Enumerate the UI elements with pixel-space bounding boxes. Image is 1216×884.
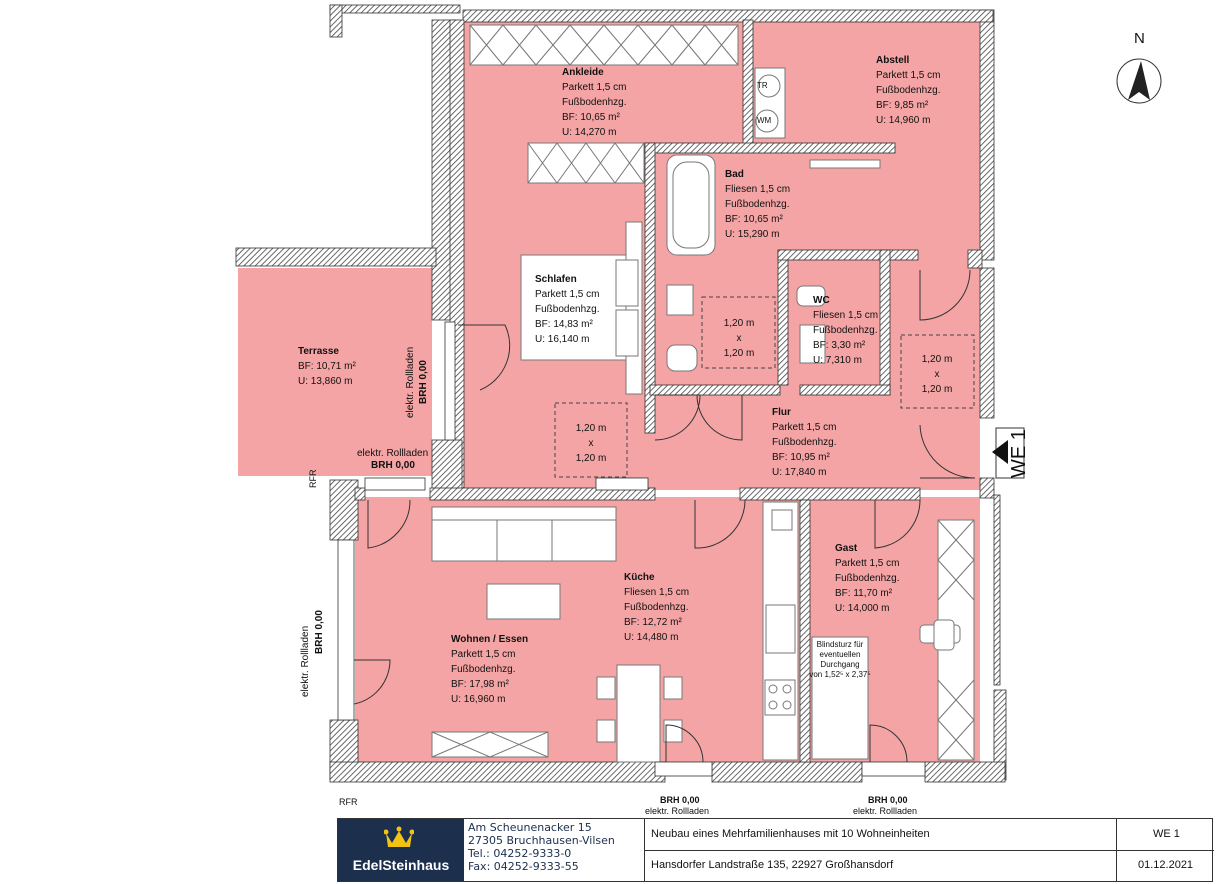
blindsturz-note: Blindsturz für eventuellen Durchgang von…	[809, 640, 871, 679]
turning-squares	[554, 296, 975, 478]
room-label-bad: Bad Fliesen 1,5 cm Fußbodenhzg. BF: 10,6…	[725, 169, 791, 240]
wm-label: WM	[757, 116, 772, 125]
project-title: Neubau eines Mehrfamilienhauses mit 10 W…	[651, 828, 930, 840]
windows	[337, 321, 926, 777]
tr-label: TR	[757, 81, 768, 90]
brh-bottom-1: BRH 0,00	[660, 795, 700, 805]
room-label-gast: Gast Parkett 1,5 cm Fußbodenhzg. BF: 11,…	[835, 543, 900, 614]
room-label-abstell: Abstell Parkett 1,5 cm Fußbodenhzg. BF: …	[876, 55, 941, 126]
title-block: EdelSteinhaus Am Scheunenacker 15 27305 …	[337, 818, 1214, 882]
we-marker-label: WE 1	[1008, 429, 1030, 478]
brh-terrasse: BRH 0,00	[418, 360, 429, 404]
room-label-flur: Flur Parkett 1,5 cm Fußbodenhzg. BF: 10,…	[772, 407, 837, 478]
brh-bottom-2: BRH 0,00	[868, 795, 908, 805]
rollladen-terrasse: elektr. Rollladen	[405, 346, 416, 418]
rollladen-bottom-1: elektr. Rollladen	[645, 806, 710, 816]
unit-id: WE 1	[1153, 828, 1180, 840]
room-label-terrasse: Terrasse BF: 10,71 m² U: 13,860 m	[298, 346, 356, 387]
project-address: Hansdorfer Landstraße 135, 22927 Großhan…	[651, 859, 894, 871]
brh-left: BRH 0,00	[314, 610, 325, 654]
rollladen-left: elektr. Rollladen	[300, 625, 311, 697]
plan-date: 01.12.2021	[1138, 859, 1194, 871]
north-arrow-icon	[1116, 58, 1162, 104]
rfr-bottom: RFR	[339, 797, 358, 807]
rollladen-lower: elektr. Rollladen	[357, 448, 429, 459]
room-label-wc: WC Fliesen 1,5 cm Fußbodenhzg. BF: 3,30 …	[813, 295, 879, 366]
company-logo: EdelSteinhaus	[338, 819, 464, 881]
room-fills	[238, 20, 980, 762]
doors	[344, 269, 976, 763]
terrasse-fill	[238, 268, 432, 476]
room-label-schlafen: Schlafen Parkett 1,5 cm Fußbodenhzg. BF:…	[535, 274, 600, 345]
room-label-wohnen: Wohnen / Essen Parkett 1,5 cm Fußbodenhz…	[451, 634, 529, 705]
we-entrance-arrow-icon	[992, 427, 1025, 479]
rfr-label: RFR	[308, 469, 318, 489]
north-label: N	[1134, 30, 1145, 47]
rollladen-bottom-2: elektr. Rollladen	[853, 806, 918, 816]
crown-icon	[384, 826, 414, 847]
brand-name: EdelSteinhaus	[352, 857, 450, 873]
room-label-ankleide: Ankleide Parkett 1,5 cm Fußbodenhzg. BF:…	[562, 67, 627, 138]
room-label-kueche: Küche Fliesen 1,5 cm Fußbodenhzg. BF: 12…	[624, 572, 690, 643]
furniture	[431, 24, 975, 763]
brh-lower: BRH 0,00	[371, 460, 415, 471]
company-address: Am Scheunenacker 15 27305 Bruchhausen-Vi…	[468, 821, 615, 873]
